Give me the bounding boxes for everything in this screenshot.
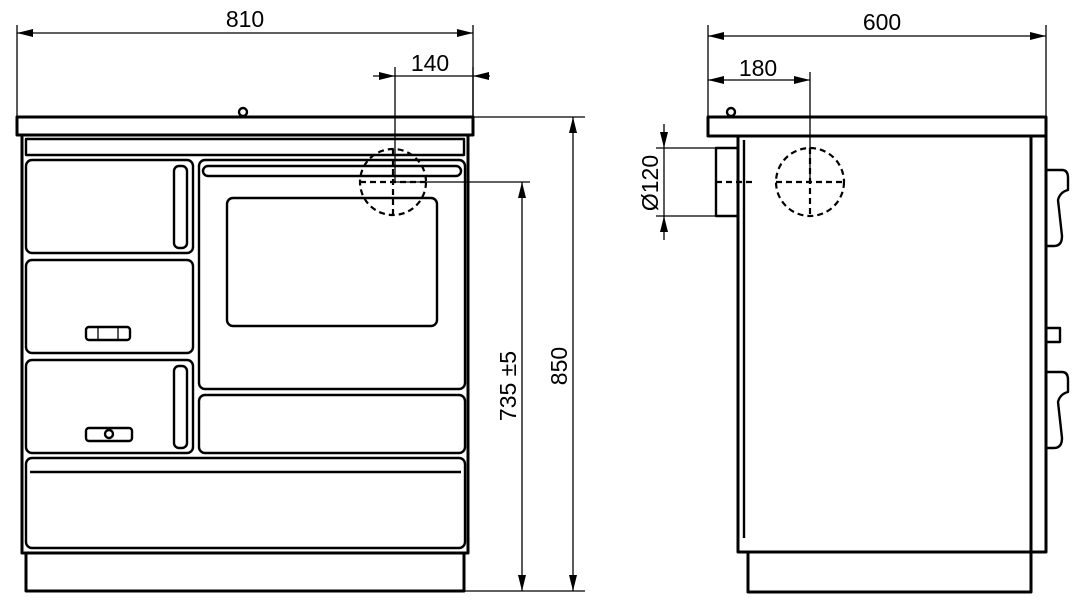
lower-door [24,358,195,455]
air-regulator-knob [103,428,115,440]
side-door-profile [1029,134,1048,554]
flue-offset-side-label: 180 [739,55,777,81]
side-dimensions: 600 180 Ø120 [637,9,1047,240]
oven-window [225,196,439,328]
side-handle-lower [1046,370,1070,450]
air-regulator [84,426,134,443]
ash-door-slider [84,325,132,342]
front-dimensions: 810 140 735 ±5 850 [16,6,585,592]
side-body [736,134,1033,554]
storage-drawer-small [197,393,467,455]
oven-door-handle [201,164,463,178]
front-top-rail [24,137,466,157]
lower-door-handle [172,364,189,450]
side-plinth [746,550,1033,594]
side-top-knob [725,106,737,118]
front-view [15,106,475,593]
total-height-label: 850 [546,347,572,385]
flue-height-label: 735 ±5 [495,351,521,421]
side-view [706,106,1070,594]
depth-label: 600 [863,9,901,35]
flue-offset-front-label: 140 [411,50,449,76]
firebox-door-handle [172,164,189,250]
side-cooktop [706,115,1048,138]
front-top-knob [237,106,249,118]
firebox-door [24,158,195,255]
front-cooktop [15,115,475,137]
oven-door [197,158,467,391]
side-regulator [1044,326,1062,344]
ash-door [24,258,195,355]
bottom-drawer [24,456,467,550]
flue-diameter-label: Ø120 [637,155,663,211]
side-handle-upper [1046,168,1070,248]
total-width-label: 810 [226,6,264,32]
front-plinth [24,551,466,593]
flue-outline-side [774,146,846,218]
